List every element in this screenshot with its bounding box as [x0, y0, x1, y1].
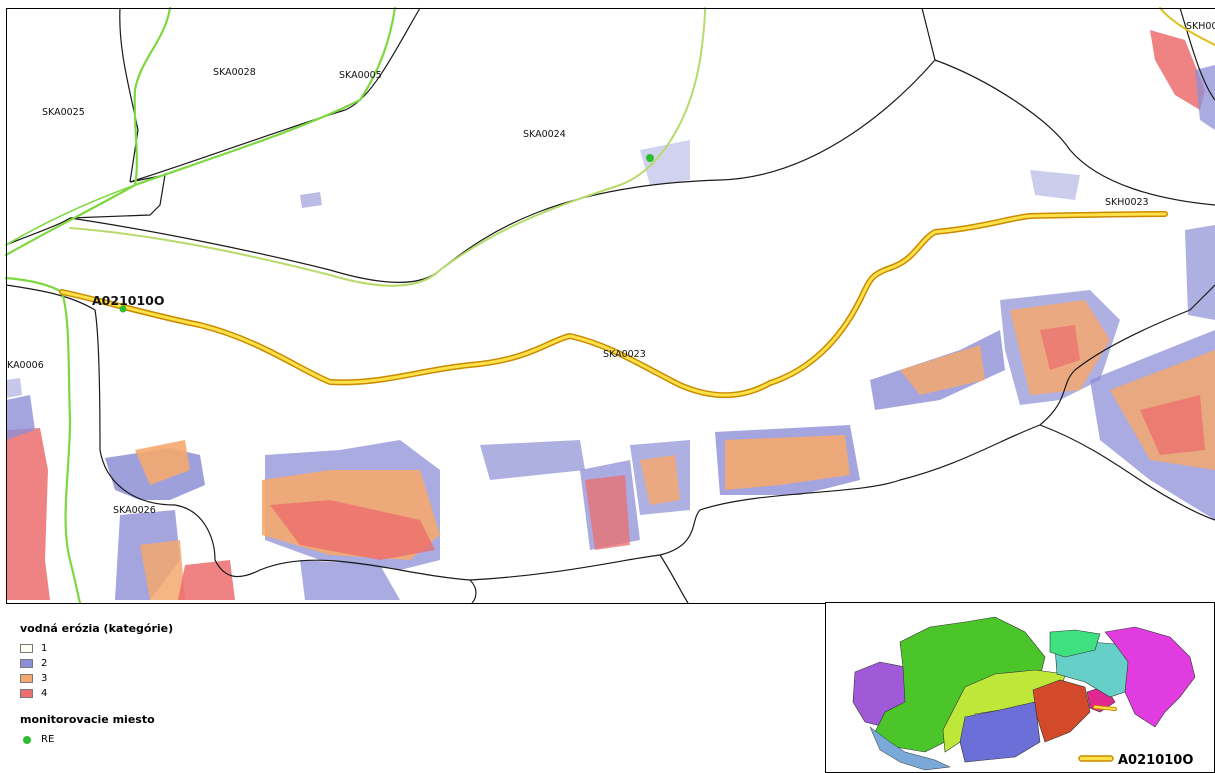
erosion-patch-cat2	[1195, 65, 1215, 130]
erosion-patch-cat2	[1185, 225, 1215, 320]
erosion-patch-cat3	[640, 455, 680, 505]
legend-item: 1	[20, 641, 320, 656]
monitoring-point-icon	[23, 735, 31, 744]
river-line	[4, 6, 397, 257]
legend-swatch	[20, 689, 33, 698]
boundary-line	[5, 217, 71, 246]
overview-inset-map[interactable]: A021010O	[825, 602, 1215, 773]
catchment-label: SKA0023	[603, 349, 646, 360]
catchment-label: SKA0024	[523, 129, 566, 140]
river-line	[4, 276, 82, 603]
erosion-patch-cat4	[1040, 325, 1080, 370]
erosion-legend-title: vodná erózia (kategórie)	[20, 622, 174, 635]
catchment-label: KA0006	[7, 360, 44, 371]
erosion-patch-cat4	[178, 560, 235, 600]
erosion-patch-cat3	[725, 435, 850, 490]
erosion-patch-cat4	[6, 428, 50, 600]
legend-swatch	[20, 644, 33, 653]
inset-legend-symbol	[1078, 755, 1114, 762]
erosion-patch-cat2	[300, 560, 400, 600]
river-line	[5, 184, 136, 246]
erosion-patch-cat3	[135, 440, 190, 485]
legend-item: 2	[20, 656, 320, 671]
legend-label: 3	[41, 673, 48, 684]
legend-swatch	[20, 674, 33, 683]
basin-region	[869, 726, 951, 771]
legend-swatch	[20, 659, 33, 668]
boundary-line	[69, 7, 936, 283]
basin-region	[959, 701, 1041, 763]
erosion-patch-cat2	[6, 378, 22, 398]
legend-item: 4	[20, 686, 320, 701]
basin-region	[1104, 626, 1196, 728]
catchment-label: SKH00	[1186, 21, 1215, 32]
legend-label: 2	[41, 658, 48, 669]
catchment-label: SKA0025	[42, 107, 85, 118]
erosion-patch-cat2	[6, 395, 35, 440]
boundary-line	[5, 284, 477, 603]
erosion-patch-cat4	[1150, 30, 1205, 110]
river-line	[69, 7, 706, 287]
basin-region	[1032, 679, 1091, 743]
river-line	[1159, 7, 1215, 46]
legend-label: RE	[41, 734, 55, 745]
basin-region	[1049, 629, 1101, 658]
legend-label: 1	[41, 643, 48, 654]
legend-item: RE	[20, 732, 320, 747]
boundary-line	[659, 554, 689, 603]
map-frame	[6, 8, 1215, 604]
boundary-line	[1039, 424, 1215, 521]
erosion-patch-cat2	[640, 140, 690, 185]
river-line	[133, 6, 172, 187]
river-network	[4, 6, 1215, 603]
map-canvas[interactable]	[0, 0, 1215, 603]
erosion-patch-cat4	[270, 500, 435, 560]
boundary-line	[119, 7, 139, 183]
catchment-label: SKA0028	[213, 67, 256, 78]
monitoring-point-re[interactable]	[646, 154, 654, 162]
erosion-patch-cat3	[900, 345, 985, 395]
inset-segment-marker	[1094, 706, 1116, 710]
monitoring-legend-title: monitorovacie miesto	[20, 713, 155, 726]
legend-label: 4	[41, 688, 48, 699]
erosion-patch-cat4	[585, 475, 630, 550]
erosion-patch-cat2	[480, 440, 585, 480]
erosion-patch-cat3	[140, 540, 185, 600]
boundary-line	[934, 59, 1215, 206]
erosion-patch-cat2	[300, 192, 322, 208]
catchment-label: SKA0005	[339, 70, 382, 81]
legend-item: 3	[20, 671, 320, 686]
boundary-line	[1179, 7, 1215, 101]
catchment-label: SKA0026	[113, 505, 156, 516]
inset-legend-label: A021010O	[1118, 753, 1193, 768]
segment-fill	[60, 212, 1167, 397]
segment-label: A021010O	[92, 293, 165, 308]
boundary-line	[69, 174, 166, 219]
water-body-segment[interactable]	[59, 211, 1168, 399]
boundary-line	[469, 284, 1215, 581]
erosion-patch-cat2	[1030, 170, 1080, 200]
catchment-label: SKH0023	[1105, 197, 1149, 208]
erosion-layer	[6, 30, 1215, 600]
erosion-patch-cat4	[1140, 395, 1205, 455]
map-legend: vodná erózia (kategórie) 1 2 3 4 monitor…	[20, 622, 320, 747]
catchment-boundaries	[5, 7, 1215, 603]
monitoring-point-re[interactable]	[119, 305, 127, 313]
